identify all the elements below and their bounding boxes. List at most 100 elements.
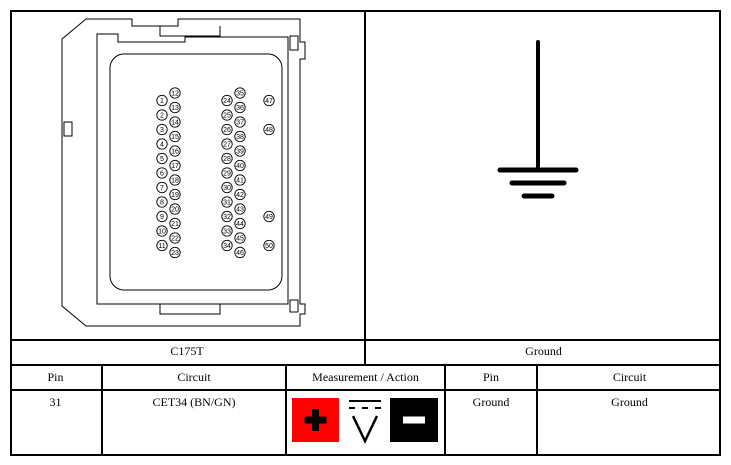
pin-label: 21 — [171, 221, 179, 228]
pin-22: 22 — [169, 232, 181, 244]
pin-27: 27 — [221, 138, 233, 150]
pin-41: 41 — [234, 174, 246, 186]
header-measurement: Measurement / Action — [312, 370, 419, 384]
pin-5: 5 — [156, 152, 168, 165]
pin-label: 37 — [236, 120, 244, 127]
pin-label: 17 — [171, 163, 179, 170]
pin-label: 16 — [171, 149, 179, 156]
pin-33: 33 — [221, 225, 233, 237]
pin-20: 20 — [169, 203, 181, 215]
pin-label: 47 — [265, 98, 273, 105]
connector-key-left — [63, 121, 73, 137]
pin-label: 48 — [265, 127, 273, 134]
pin-1: 1 — [156, 94, 168, 107]
cell-pin-b: Ground — [472, 395, 510, 409]
divider-col-2 — [285, 364, 287, 456]
pin-label: 46 — [236, 250, 244, 257]
pin-label: 49 — [265, 214, 273, 221]
pin-label: 23 — [171, 250, 179, 257]
connector-outer-shell — [61, 18, 306, 327]
pin-label: 50 — [265, 243, 273, 250]
pin-9: 9 — [156, 210, 168, 223]
pin-29: 29 — [221, 167, 233, 179]
connector-label: C175T — [170, 344, 204, 358]
header-circuit-b: Circuit — [612, 370, 647, 384]
negative-lead-icon — [390, 398, 438, 442]
pin-label: 44 — [236, 221, 244, 228]
pin-label: 4 — [160, 142, 164, 149]
pin-label: 28 — [223, 156, 231, 163]
pin-44: 44 — [234, 217, 246, 230]
pin-13: 13 — [169, 101, 181, 114]
pin-label: 35 — [236, 91, 244, 98]
pin-label: 11 — [158, 243, 165, 250]
divider-col-3 — [444, 364, 446, 456]
pin-label: 6 — [160, 171, 164, 178]
dc-voltage-icon — [349, 400, 381, 444]
positive-lead-icon — [292, 398, 339, 442]
pin-19: 19 — [169, 188, 181, 201]
pin-34: 34 — [221, 239, 233, 252]
pin-18: 18 — [169, 174, 181, 186]
pin-label: 1 — [160, 98, 164, 105]
pin-32: 32 — [221, 210, 233, 223]
connector-inner-shell — [96, 33, 289, 305]
pin-label: 32 — [223, 214, 231, 221]
pin-17: 17 — [169, 159, 181, 172]
pin-25: 25 — [221, 109, 233, 121]
pin-36: 36 — [234, 101, 246, 114]
pin-15: 15 — [169, 130, 181, 143]
pin-label: 18 — [171, 178, 179, 185]
pin-7: 7 — [156, 181, 168, 194]
divider-header-row — [10, 389, 721, 391]
pin-label: 39 — [236, 149, 244, 156]
pin-label: 10 — [158, 229, 166, 236]
pin-28: 28 — [221, 152, 233, 165]
pin-35: 35 — [234, 87, 246, 99]
pin-24: 24 — [221, 94, 233, 107]
pin-label: 9 — [160, 214, 164, 221]
pin-40: 40 — [234, 159, 246, 172]
pin-21: 21 — [169, 217, 181, 230]
pin-label: 19 — [171, 192, 179, 199]
pin-12: 12 — [169, 87, 181, 99]
pin-47: 47 — [263, 94, 275, 107]
pin-label: 42 — [236, 192, 244, 199]
pin-label: 15 — [171, 134, 179, 141]
pin-label: 22 — [171, 236, 179, 243]
pin-49: 49 — [263, 210, 275, 223]
pin-37: 37 — [234, 116, 246, 128]
pin-label: 34 — [223, 243, 231, 250]
pin-45: 45 — [234, 232, 246, 244]
divider-col-1 — [101, 364, 103, 456]
connector-pin-layer: 1234567891011121314151617181920212223242… — [156, 87, 275, 259]
pin-label: 2 — [160, 113, 164, 120]
pin-11: 11 — [156, 239, 168, 252]
pin-label: 14 — [171, 120, 179, 127]
pin-label: 30 — [223, 185, 231, 192]
connector-face-drawing — [61, 18, 306, 327]
pin-6: 6 — [156, 167, 168, 179]
connector-key-right-top — [289, 35, 299, 51]
pin-2: 2 — [156, 109, 168, 121]
ground-symbol-icon — [497, 40, 579, 199]
pin-label: 41 — [236, 178, 244, 185]
pin-label: 36 — [236, 105, 244, 112]
pin-39: 39 — [234, 145, 246, 157]
divider-image-row — [10, 339, 721, 341]
pin-42: 42 — [234, 188, 246, 201]
pin-43: 43 — [234, 203, 246, 215]
pin-10: 10 — [156, 225, 168, 237]
connector-pin-field — [109, 53, 283, 291]
pin-label: 24 — [223, 98, 231, 105]
cell-circuit-a: CET34 (BN/GN) — [152, 395, 236, 409]
pin-label: 29 — [223, 171, 231, 178]
divider-top-middle — [364, 10, 366, 366]
pin-23: 23 — [169, 246, 181, 259]
pin-14: 14 — [169, 116, 181, 128]
pin-8: 8 — [156, 196, 168, 208]
connector-latch-bottom — [159, 304, 221, 315]
pin-label: 38 — [236, 134, 244, 141]
pin-label: 7 — [160, 185, 164, 192]
pin-label: 25 — [223, 113, 231, 120]
